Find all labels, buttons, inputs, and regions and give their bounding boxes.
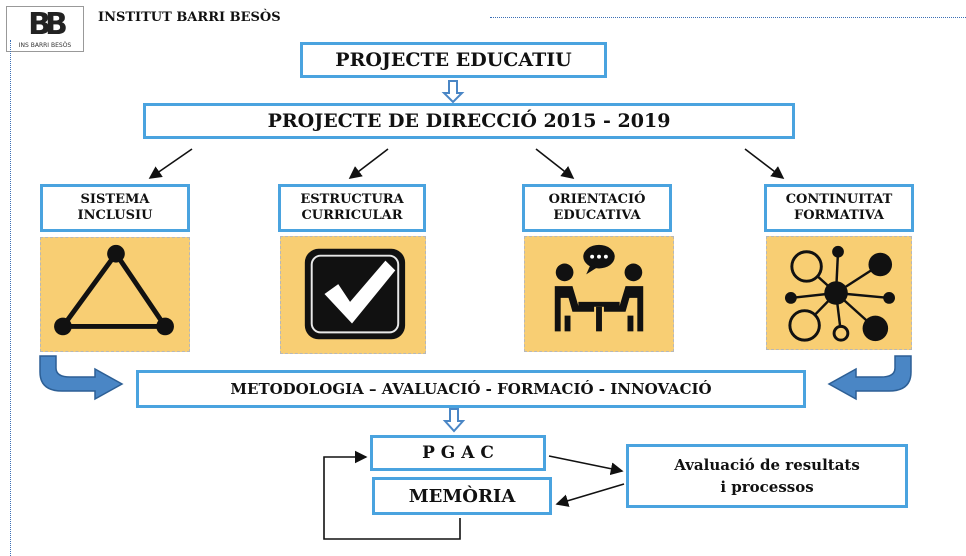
down-arrow-1 [441,80,465,104]
pgac-label: P G A C [422,443,494,463]
triangle-network-icon [40,237,190,352]
pillar-continuitat-box: CONTINUITAT FORMATIVA [764,184,914,232]
conversation-people-icon [524,236,674,352]
projecte-direccio-box: PROJECTE DE DIRECCIÓ 2015 - 2019 [143,103,795,139]
logo-letters: BB [28,7,68,42]
pillar-estructura-line2: CURRICULAR [301,208,403,223]
pillar-orientacio-line2: EDUCATIVA [553,208,641,223]
checkmark-icon [280,236,426,354]
curved-arrow-left [39,355,124,401]
pillar-sistema-box: SISTEMA INCLUSIU [40,184,190,232]
avaluacio-box: Avaluació de resultats i processos [626,444,908,508]
pillar-sistema-line2: INCLUSIU [77,208,153,223]
arrow-to-estructura [348,148,389,179]
curved-arrow-right [827,355,912,401]
logo-subtext: INS BARRI BESÒS [18,42,72,49]
projecte-educatiu-label: PROJECTE EDUCATIU [335,49,572,71]
pillar-continuitat-line1: CONTINUITAT [785,192,893,207]
down-arrow-2 [442,408,466,433]
metodologia-box: METODOLOGIA – AVALUACIÓ - FORMACIÓ - INN… [136,370,806,408]
memoria-label: MEMÒRIA [408,485,516,507]
arrow-to-continuitat [744,148,785,179]
pillar-sistema-line1: SISTEMA [80,192,150,207]
school-logo: BB INS BARRI BESÒS [6,6,84,52]
pgac-box: P G A C [370,435,546,471]
header-divider [490,17,966,18]
projecte-educatiu-box: PROJECTE EDUCATIU [300,42,607,78]
pillar-orientacio-line1: ORIENTACIÓ [548,192,646,207]
feedback-loop-arrow [323,450,461,540]
school-name: INSTITUT BARRI BESÒS [98,10,281,25]
pillar-estructura-line1: ESTRUCTURA [300,192,404,207]
metodologia-label: METODOLOGIA – AVALUACIÓ - FORMACIÓ - INN… [230,380,712,398]
arrow-to-sistema [148,148,193,179]
side-divider [10,40,11,556]
pillar-continuitat-line2: FORMATIVA [793,208,885,223]
arrow-to-orientacio [535,148,575,179]
arrow-evaluation-to-memoria [555,483,625,507]
projecte-direccio-label: PROJECTE DE DIRECCIÓ 2015 - 2019 [267,110,671,132]
pillar-estructura-box: ESTRUCTURA CURRICULAR [278,184,426,232]
pillar-orientacio-box: ORIENTACIÓ EDUCATIVA [522,184,672,232]
network-nodes-icon [766,236,912,350]
avaluacio-line2: i processos [720,478,814,496]
memoria-box: MEMÒRIA [372,477,552,515]
avaluacio-line1: Avaluació de resultats [674,456,860,474]
arrow-pgac-to-evaluation [548,455,624,476]
